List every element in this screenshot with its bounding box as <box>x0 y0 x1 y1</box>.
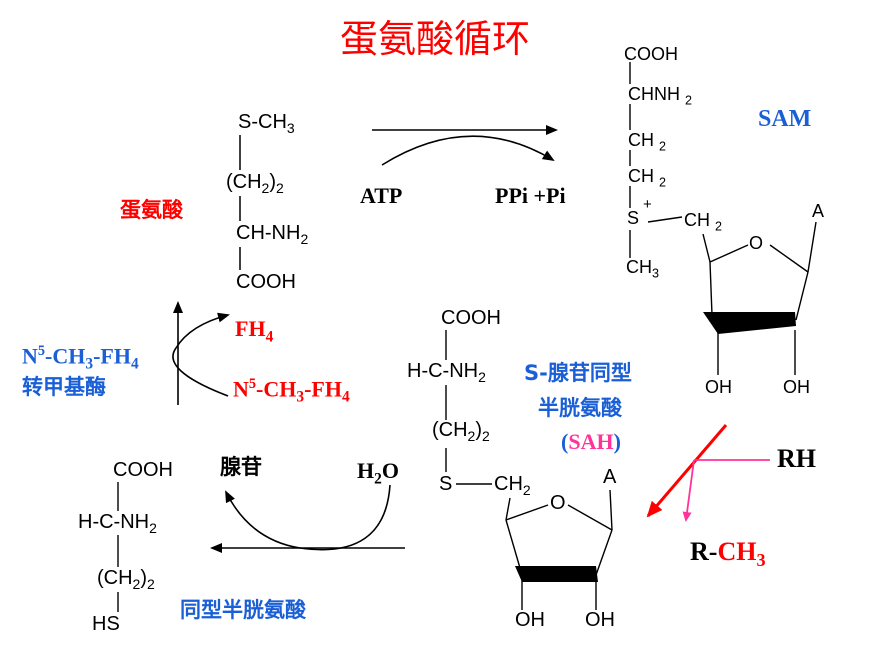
sam-ch3: CH3 <box>626 257 660 281</box>
sam-ring-ch2: CH 2 <box>684 210 723 234</box>
enzyme-label-line2: 转甲基酶 <box>22 375 106 399</box>
rh-label: RH <box>777 444 816 473</box>
water-label: H2O <box>357 458 399 488</box>
sam-ch2-b: CH 2 <box>628 166 667 190</box>
ppi-pi-label: PPi +Pi <box>495 183 566 208</box>
methionine-s-ch3: S-CH3 <box>238 111 295 136</box>
sah-hcnh2: H-C-NH2 <box>407 360 486 385</box>
sam-chnh2: CHNH 2 <box>628 84 693 108</box>
sam-s: S <box>627 208 640 228</box>
methionine-cooh: COOH <box>236 271 296 293</box>
sam-base-a: A <box>812 201 825 221</box>
sam-oh-2: OH <box>783 377 810 397</box>
homocysteine-hs: HS <box>92 613 120 635</box>
sam-s-plus: + <box>643 196 652 213</box>
sah-oh-2: OH <box>585 609 615 631</box>
sam-formation-arrows <box>372 125 558 166</box>
methionine-ch2: (CH2)2 <box>226 171 284 196</box>
homocysteine-hcnh2: H-C-NH2 <box>78 511 157 536</box>
methionine-chnh2: CH-NH2 <box>236 222 309 247</box>
sah-label-line1: S-腺苷同型 <box>524 361 632 385</box>
sah-cooh: COOH <box>441 307 501 329</box>
sam-ring-bold-bond <box>703 312 796 334</box>
sah-ch2: (CH2)2 <box>432 419 490 444</box>
sah-s: S <box>439 473 453 495</box>
sah-label-line3: (SAH) <box>561 429 621 454</box>
homocysteine-ch2: (CH2)2 <box>97 567 155 592</box>
sah-bonds <box>445 330 613 610</box>
r-ch3-label: R-CH3 <box>690 537 766 571</box>
sah-ring-bold-bond <box>515 566 598 582</box>
fh4-label: FH4 <box>235 316 274 346</box>
atp-label: ATP <box>360 183 403 208</box>
sam-ring-o: O <box>749 233 764 253</box>
sam-oh-1: OH <box>705 377 732 397</box>
homocysteine-cooh: COOH <box>113 459 173 481</box>
methionine-label: 蛋氨酸 <box>120 198 183 222</box>
adenosine-label: 腺苷 <box>220 455 262 479</box>
sah-oh-1: OH <box>515 609 545 631</box>
sam-bonds <box>629 62 817 375</box>
homocysteine-label: 同型半胱氨酸 <box>180 598 306 622</box>
sam-cooh: COOH <box>624 44 678 64</box>
methyl-acceptor-arrows <box>682 459 770 522</box>
methyl-folate-arrows <box>172 301 230 405</box>
sam-ch2-a: CH 2 <box>628 130 667 154</box>
sam-to-sah-arrow <box>646 424 728 518</box>
sah-base-a: A <box>603 466 617 488</box>
sah-ring-ch2: CH2 <box>494 473 531 498</box>
enzyme-label-line1: N5-CH3-FH4 <box>22 343 139 373</box>
page-title: 蛋氨酸循环 <box>340 17 531 61</box>
sam-label: SAM <box>758 106 812 132</box>
sah-label-line2: 半胱氨酸 <box>538 396 622 420</box>
n5-ch3-fh4-label: N5-CH3-FH4 <box>233 376 350 406</box>
sah-ring-o: O <box>550 492 566 514</box>
hydrolysis-arrows <box>210 484 405 553</box>
